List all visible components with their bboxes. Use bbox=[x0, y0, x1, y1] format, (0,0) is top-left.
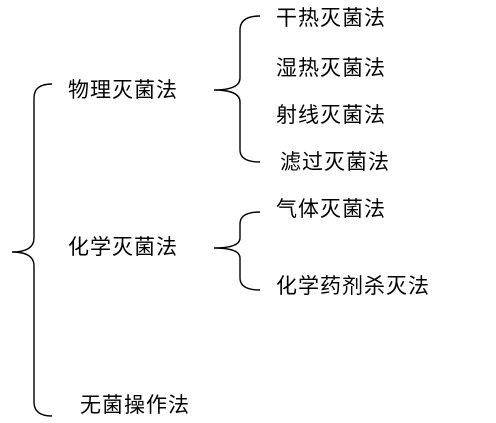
branch-label-physical: 物理灭菌法 bbox=[68, 78, 178, 102]
physical-brace bbox=[213, 15, 261, 163]
leaf-label-filtration: 滤过灭菌法 bbox=[280, 150, 390, 174]
chemical-brace bbox=[213, 211, 261, 291]
branch-label-chemical: 化学灭菌法 bbox=[68, 235, 178, 259]
branch-label-aseptic: 无菌操作法 bbox=[80, 393, 190, 417]
leaf-label-radiation: 射线灭菌法 bbox=[276, 103, 386, 127]
leaf-label-chemical-agent: 化学药剂杀灭法 bbox=[276, 274, 430, 298]
root-brace bbox=[11, 83, 53, 417]
leaf-label-gas: 气体灭菌法 bbox=[276, 197, 386, 221]
leaf-label-moist-heat: 湿热灭菌法 bbox=[276, 56, 386, 80]
leaf-label-dry-heat: 干热灭菌法 bbox=[276, 6, 386, 30]
